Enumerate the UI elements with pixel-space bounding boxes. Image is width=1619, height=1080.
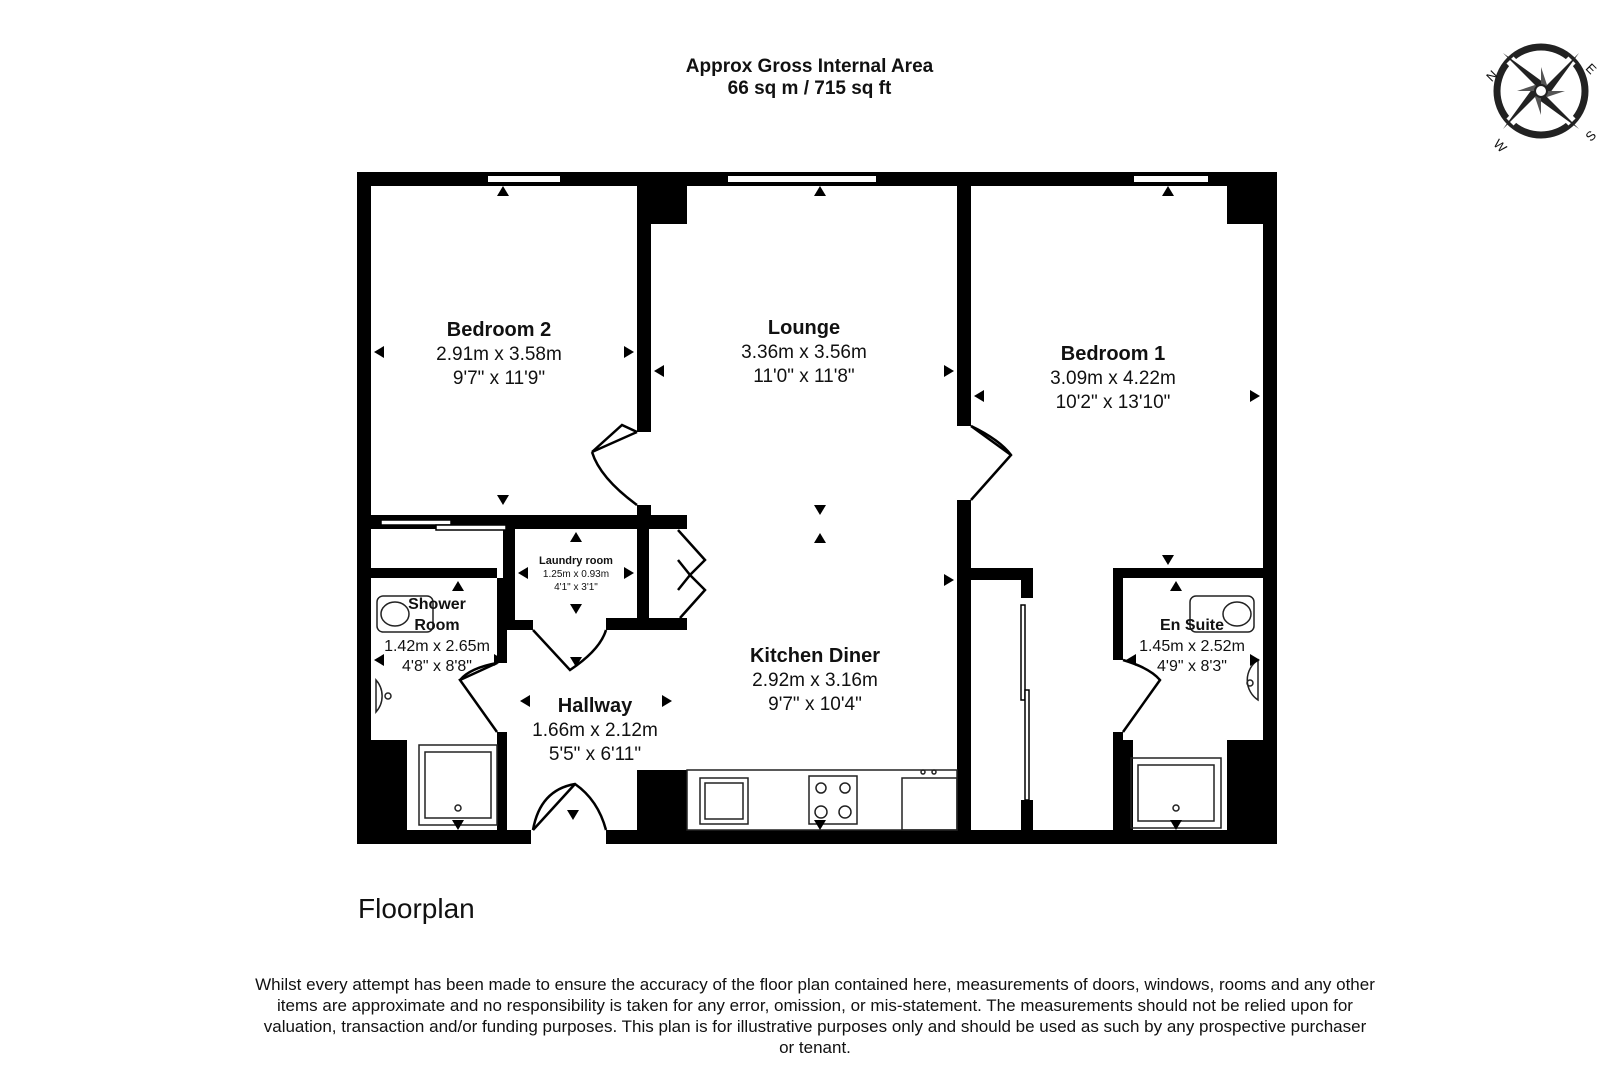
walls — [357, 172, 1277, 844]
room-metric: 2.91m x 3.58m — [436, 344, 562, 365]
room-hallway: Hallway 1.66m x 2.12m 5'5" x 6'11" — [532, 695, 658, 765]
room-metric: 3.09m x 4.22m — [1050, 368, 1176, 389]
basin-icon — [375, 678, 383, 714]
disclaimer: Whilst every attempt has been made to en… — [255, 975, 1375, 1057]
room-imperial: 9'7" x 11'9" — [453, 368, 545, 389]
room-name-line1: Shower — [408, 596, 466, 613]
room-name-line2: Room — [414, 617, 459, 634]
sliding-doors — [380, 519, 1030, 801]
room-imperial: 11'0" x 11'8" — [753, 366, 854, 387]
room-lounge: Lounge 3.36m x 3.56m 11'0" x 11'8" — [741, 317, 867, 387]
dimension-arrows — [374, 186, 1260, 830]
room-imperial: 5'5" x 6'11" — [549, 744, 641, 765]
room-imperial: 10'2" x 13'10" — [1056, 392, 1171, 413]
room-name: Kitchen Diner — [750, 645, 880, 667]
en-suite-shower-tray-icon — [1130, 757, 1222, 829]
room-metric: 1.42m x 2.65m — [384, 638, 490, 655]
room-imperial: 4'8" x 8'8" — [402, 658, 472, 675]
room-laundry: Laundry room 1.25m x 0.93m 4'1" x 3'1" — [539, 555, 613, 593]
room-name: Lounge — [768, 317, 840, 339]
room-metric: 1.66m x 2.12m — [532, 720, 658, 741]
room-metric: 1.45m x 2.52m — [1139, 638, 1245, 655]
room-imperial: 9'7" x 10'4" — [768, 694, 862, 715]
room-shower-room: Shower Room 1.42m x 2.65m 4'8" x 8'8" — [384, 596, 490, 675]
shower-tray-icon — [418, 744, 498, 826]
compass-s: S — [1582, 127, 1599, 144]
fixtures — [375, 595, 1259, 831]
doors — [458, 423, 1162, 831]
room-imperial: 4'1" x 3'1" — [554, 582, 598, 593]
room-name: En Suite — [1160, 617, 1224, 634]
area-title: Approx Gross Internal Area 66 sq m / 715… — [0, 56, 1619, 100]
room-bedroom-1: Bedroom 1 3.09m x 4.22m 10'2" x 13'10" — [1050, 343, 1176, 413]
room-metric: 2.92m x 3.16m — [752, 670, 878, 691]
room-metric: 1.25m x 0.93m — [543, 569, 609, 580]
room-name: Hallway — [558, 695, 633, 717]
room-metric: 3.36m x 3.56m — [741, 342, 867, 363]
area-value: 66 sq m / 715 sq ft — [727, 78, 892, 99]
hob-icon — [808, 775, 858, 825]
appliance-icon — [901, 777, 958, 831]
room-name: Laundry room — [539, 555, 613, 567]
compass-icon: N E S W — [1483, 43, 1600, 156]
kitchen-sink-icon — [699, 777, 749, 825]
area-label: Approx Gross Internal Area — [685, 56, 934, 77]
room-en-suite: En Suite 1.45m x 2.52m 4'9" x 8'3" — [1139, 617, 1245, 675]
room-name: Bedroom 2 — [447, 319, 551, 341]
toilet-icon — [376, 595, 434, 633]
compass-w: W — [1491, 136, 1511, 156]
plan-label: Floorplan — [358, 893, 475, 924]
room-kitchen-diner: Kitchen Diner 2.92m x 3.16m 9'7" x 10'4" — [750, 645, 880, 715]
room-name: Bedroom 1 — [1061, 343, 1165, 365]
room-bedroom-2: Bedroom 2 2.91m x 3.58m 9'7" x 11'9" — [436, 319, 562, 389]
room-imperial: 4'9" x 8'3" — [1157, 658, 1227, 675]
en-suite-toilet-icon — [1189, 595, 1255, 633]
